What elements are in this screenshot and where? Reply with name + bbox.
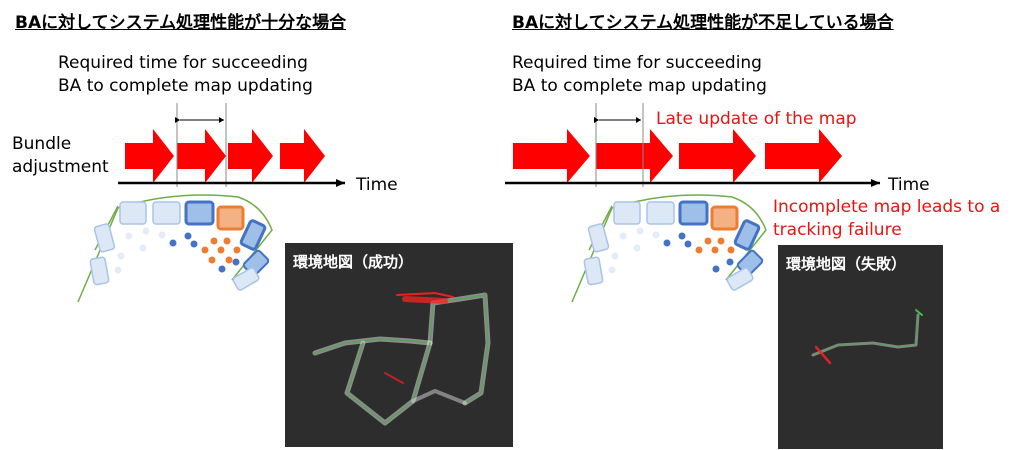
right-keyframe-diagram [571, 194, 767, 303]
right-required-time-line1: Required time for succeeding [512, 53, 762, 73]
success-map-graphic [312, 292, 491, 426]
left-bundle-arrow-2 [177, 129, 226, 183]
left-title: BAに対してシステム処理性能が十分な場合 [15, 13, 347, 33]
bundle-label-line2: adjustment [12, 157, 109, 177]
right-bundle-arrow-1 [513, 129, 590, 183]
incomplete-map-line1: Incomplete map leads to a [773, 197, 1001, 217]
right-map-panel: 環境地図（失敗） [778, 245, 943, 449]
incomplete-map-line2: tracking failure [773, 220, 902, 240]
right-bundle-arrow-4 [765, 129, 842, 183]
bundle-label-line1: Bundle [12, 134, 72, 154]
right-time-label: Time [888, 175, 930, 195]
left-required-time-line1: Required time for succeeding [58, 53, 308, 73]
left-map-title: 環境地図（成功） [293, 253, 414, 271]
left-bundle-arrow-4 [280, 129, 325, 183]
left-time-label: Time [356, 175, 398, 195]
right-bundle-arrow-2 [596, 129, 673, 183]
right-required-time-line2: BA to complete map updating [512, 76, 767, 96]
right-map-title: 環境地図（失敗） [786, 255, 907, 273]
left-required-time-line2: BA to complete map updating [58, 76, 313, 96]
late-update-label: Late update of the map [656, 109, 857, 129]
left-map-panel: 環境地図（成功） [285, 243, 513, 447]
left-bundle-arrow-3 [228, 129, 273, 183]
left-keyframe-diagram [77, 194, 273, 303]
right-title: BAに対してシステム処理性能が不足している場合 [512, 13, 894, 33]
right-bundle-arrow-3 [679, 129, 756, 183]
failure-map-graphic [811, 309, 923, 365]
left-bundle-arrow-1 [125, 129, 174, 183]
